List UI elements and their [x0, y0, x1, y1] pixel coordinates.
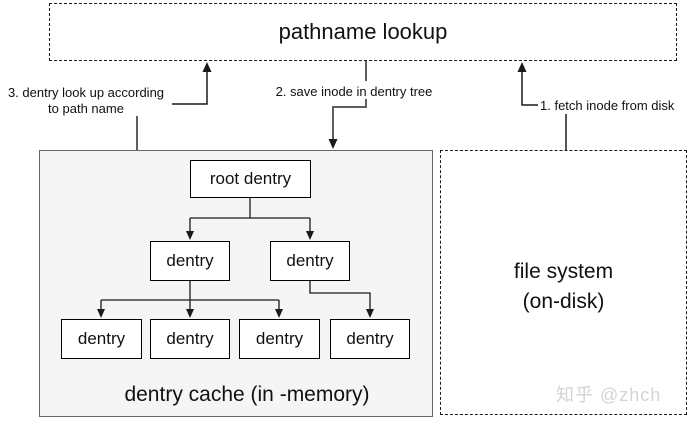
pathname-lookup-label: pathname lookup — [278, 19, 448, 44]
node-dentry-label: dentry — [255, 329, 304, 348]
annotation-step2: 2. save inode in dentry tree — [275, 84, 433, 99]
node-dentry-label: dentry — [286, 251, 334, 270]
pathname-lookup-box: pathname lookup — [49, 3, 677, 61]
node-root-dentry: root dentry — [190, 160, 311, 198]
node-dentry-label: dentry — [346, 329, 394, 348]
annotation-step3: 3. dentry look up according to path name — [0, 85, 172, 117]
watermark-zhihu: 知乎 @zhch — [556, 385, 662, 405]
dentry-cache-caption: dentry cache (in -memory) — [124, 383, 370, 406]
node-dentry-l3-2: dentry — [150, 319, 230, 359]
file-system-label-line1: file system — [513, 259, 614, 283]
node-dentry-l3-3: dentry — [239, 319, 320, 359]
annotation-step1: 1. fetch inode from disk — [540, 98, 675, 113]
arrow-step3-up — [172, 62, 212, 105]
annotation-step3-line1: 3. dentry look up according — [7, 85, 165, 100]
node-dentry-l3-1: dentry — [61, 319, 142, 359]
node-dentry-l2-left: dentry — [150, 241, 230, 281]
node-dentry-label: dentry — [166, 329, 214, 348]
arrow-step2-down — [328, 61, 367, 149]
node-dentry-label: dentry — [166, 251, 214, 270]
node-root-dentry-label: root dentry — [209, 169, 292, 188]
node-dentry-l2-right: dentry — [270, 241, 350, 281]
file-system-label-line2: (on-disk) — [522, 289, 605, 313]
node-dentry-l3-4: dentry — [330, 319, 410, 359]
annotation-step3-line2: to path name — [48, 101, 124, 116]
file-system-box: file system (on-disk) — [440, 150, 687, 415]
node-dentry-label: dentry — [77, 329, 126, 348]
